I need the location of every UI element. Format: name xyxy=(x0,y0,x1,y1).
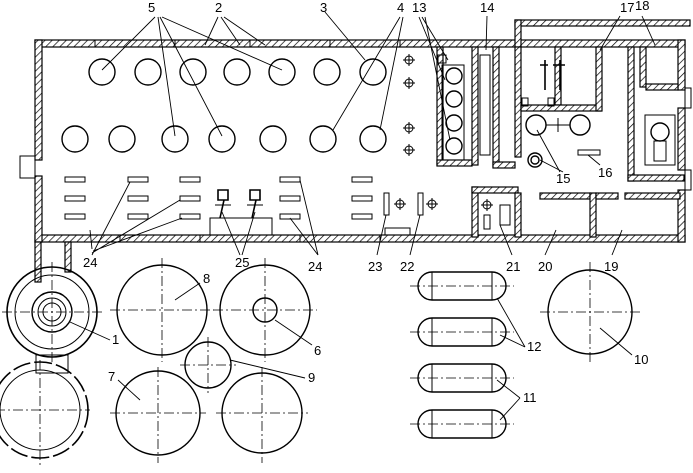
callout-labels: 5 2 3 4 13 14 17 18 15 16 24 25 24 23 22… xyxy=(83,0,649,405)
callout-13: 13 xyxy=(412,0,426,15)
callout-25: 25 xyxy=(235,255,249,270)
leader-lines xyxy=(69,11,656,421)
callout-20: 20 xyxy=(538,259,552,274)
tank xyxy=(208,125,236,153)
callout-17: 17 xyxy=(620,0,634,15)
tank xyxy=(268,58,296,86)
outdoor-tanks xyxy=(110,258,640,463)
small-fittings xyxy=(403,54,415,156)
callout-1: 1 xyxy=(112,332,119,347)
callout-2: 2 xyxy=(215,0,222,15)
building-walls xyxy=(19,19,692,283)
tank xyxy=(309,125,337,153)
tank xyxy=(313,58,341,86)
callout-12: 12 xyxy=(527,339,541,354)
callout-7: 7 xyxy=(108,369,115,384)
tank xyxy=(223,58,251,86)
callout-3: 3 xyxy=(320,0,327,15)
callout-22: 22 xyxy=(400,259,414,274)
machinery-15-16 xyxy=(521,60,676,168)
callout-24-left: 24 xyxy=(83,255,97,270)
desks xyxy=(64,176,373,220)
callout-19: 19 xyxy=(604,259,618,274)
room-21-equipment xyxy=(481,199,511,230)
callout-4: 4 xyxy=(397,0,404,15)
tank xyxy=(108,125,136,153)
tank xyxy=(359,125,387,153)
room-14-unit xyxy=(479,54,491,156)
callout-10: 10 xyxy=(634,352,648,367)
tower-7-left xyxy=(0,360,90,465)
callout-8: 8 xyxy=(203,271,210,286)
tank xyxy=(134,58,162,86)
tank xyxy=(161,125,189,153)
callout-6: 6 xyxy=(314,343,321,358)
tower-1 xyxy=(2,262,102,374)
callout-21: 21 xyxy=(506,259,520,274)
tank xyxy=(61,125,89,153)
tank-row-lower xyxy=(61,125,387,153)
horizontal-tanks xyxy=(410,271,514,439)
tank xyxy=(88,58,116,86)
tank xyxy=(259,125,287,153)
callout-16: 16 xyxy=(598,165,612,180)
callout-23: 23 xyxy=(368,259,382,274)
callout-5: 5 xyxy=(148,0,155,15)
callout-24-right: 24 xyxy=(308,259,322,274)
tank xyxy=(179,58,207,86)
callout-18: 18 xyxy=(635,0,649,13)
callout-11: 11 xyxy=(523,390,537,405)
callout-14: 14 xyxy=(480,0,494,15)
tank-row-upper xyxy=(88,58,387,86)
callout-9: 9 xyxy=(308,370,315,385)
tank xyxy=(359,58,387,86)
machines-25 xyxy=(209,189,273,236)
callout-15: 15 xyxy=(556,171,570,186)
column-tanks xyxy=(437,54,465,161)
fittings-22-23 xyxy=(383,192,438,236)
